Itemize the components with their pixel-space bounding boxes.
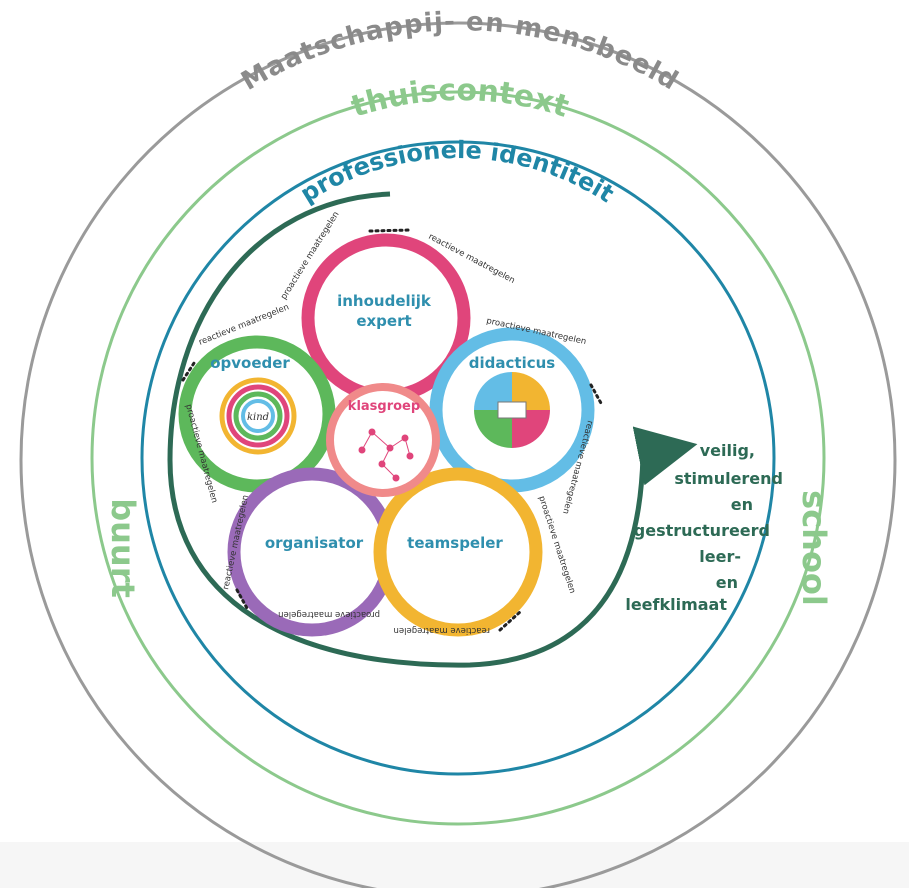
climate-text: veilig, stimulerend en gestructureerd le… — [625, 441, 783, 614]
content-expert-label-line1: inhoudelijk — [337, 292, 432, 310]
didactician-label: didacticus — [469, 354, 556, 372]
svg-text:gestructureerd: gestructureerd — [634, 521, 770, 540]
svg-text:leefklimaat: leefklimaat — [625, 595, 727, 614]
home-context-ring — [90, 90, 826, 826]
class-group-label: klasgroep — [348, 399, 420, 414]
class-group-circle — [326, 383, 440, 497]
organiser-circle — [227, 467, 397, 637]
educator-inner-graphic: kind — [219, 377, 297, 455]
bottom-band — [0, 842, 909, 888]
identity-label: professionele identiteit — [295, 136, 619, 208]
class-group-network — [358, 428, 414, 482]
svg-text:en: en — [716, 573, 738, 592]
spiral-arrow — [167, 191, 646, 668]
organiser-label: organisator — [265, 534, 364, 552]
identity-ring — [140, 140, 776, 776]
educator-circle — [178, 335, 336, 493]
dotted-arrows — [181, 228, 604, 632]
school-label: school — [795, 490, 833, 606]
content-expert-label-line2: expert — [356, 312, 411, 330]
outer-ring — [19, 21, 897, 888]
team-player-circle — [373, 467, 543, 637]
home-context-label: thuiscontext — [347, 73, 573, 125]
child-label: kind — [247, 412, 269, 423]
arrow-head — [632, 426, 698, 486]
proactive-label-bottom: proactieve maatregelen — [278, 609, 380, 619]
team-player-label: teamspeler — [407, 534, 503, 552]
educator-label: opvoeder — [210, 354, 290, 372]
svg-text:veilig,: veilig, — [700, 441, 755, 460]
svg-text:leer-: leer- — [699, 547, 741, 566]
svg-text:stimulerend: stimulerend — [674, 469, 783, 488]
didactician-puzzle-graphic — [474, 372, 550, 448]
reactive-label-bottom: reactieve maatregelen — [394, 625, 490, 635]
svg-text:en: en — [731, 495, 753, 514]
neighbourhood-label: buurt — [104, 498, 142, 598]
role-circles — [178, 233, 595, 637]
